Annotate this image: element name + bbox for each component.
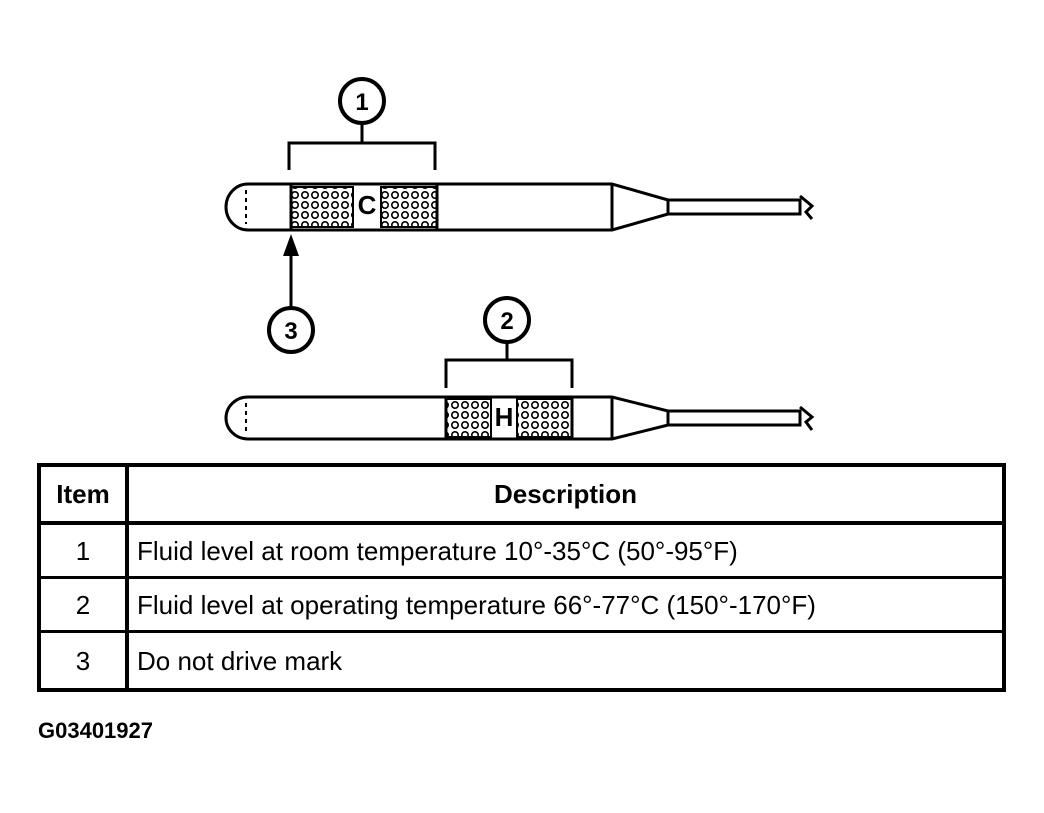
callout-3-label: 3 xyxy=(284,318,297,345)
hot-mark-label: H xyxy=(495,402,514,432)
dipstick-diagram: C 1 3 H 2 xyxy=(224,77,815,441)
cold-mark-label: C xyxy=(358,190,377,220)
dipstick-top: C xyxy=(224,182,815,232)
operating-temp-hatch-right xyxy=(516,398,573,438)
item-column-header: Item xyxy=(41,467,129,525)
callout-1-label: 1 xyxy=(355,89,368,116)
table-row: 3 Do not drive mark xyxy=(41,633,1002,688)
callout-3-group: 3 xyxy=(267,234,315,354)
item-number: 2 xyxy=(41,579,129,633)
item-description: Fluid level at operating temperature 66°… xyxy=(129,579,1002,633)
callout-1-circle xyxy=(338,77,386,125)
table-row: 2 Fluid level at operating temperature 6… xyxy=(41,579,1002,633)
arrow-up-icon xyxy=(283,234,299,256)
callout-2-group: 2 xyxy=(444,296,574,388)
callout-2-circle xyxy=(483,296,531,344)
figure-id: G03401927 xyxy=(38,718,153,743)
room-temp-hatch-right xyxy=(380,186,438,228)
callout-2-label: 2 xyxy=(500,308,513,335)
item-description: Do not drive mark xyxy=(137,645,343,676)
item-number: 1 xyxy=(41,525,129,579)
item-description: Fluid level at room temperature 10°-35°C… xyxy=(129,525,1002,579)
legend-table: Item Description 1 Fluid level at room t… xyxy=(37,463,1006,692)
dipstick-bottom: H xyxy=(224,395,815,441)
description-column-header: Description xyxy=(129,467,1002,525)
room-temp-hatch-left xyxy=(290,186,354,228)
callout-1-group: 1 xyxy=(287,77,437,170)
operating-temp-hatch-left xyxy=(445,398,492,438)
callout-3-circle xyxy=(267,306,315,354)
item-number: 3 xyxy=(41,633,129,688)
table-header-row: Item Description xyxy=(41,467,1002,525)
table-row: 1 Fluid level at room temperature 10°-35… xyxy=(41,525,1002,579)
